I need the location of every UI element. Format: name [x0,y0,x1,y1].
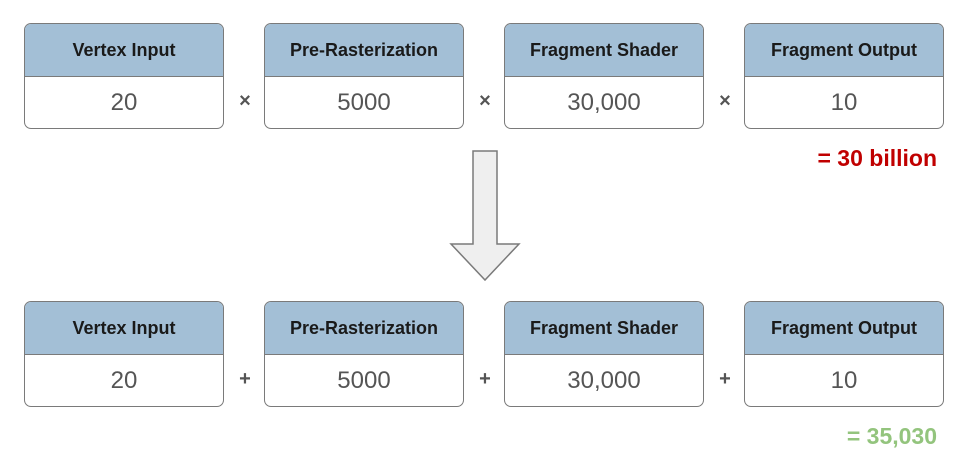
stage-label: Pre-Rasterization [265,24,463,77]
stage-box-vertex-input: Vertex Input 20 [24,23,224,129]
stage-label: Fragment Output [745,24,943,77]
stage-count: 20 [110,366,138,394]
additive-row: Vertex Input 20 + Pre-Rasterization 5000… [0,301,975,411]
stage-box-pre-rasterization: Pre-Rasterization 5000 [264,301,464,407]
stage-label: Fragment Output [745,302,943,355]
stage-count: 10 [830,366,858,394]
stage-count: 30,000 [567,366,641,394]
additive-result: = 35,030 [846,423,937,449]
multiply-operator: × [479,90,491,112]
stage-box-fragment-shader: Fragment Shader 30,000 [504,23,704,129]
stage-label: Vertex Input [25,302,223,355]
down-arrow-icon [449,150,521,282]
multiplicative-row: Vertex Input 20 × Pre-Rasterization 5000… [0,23,975,133]
stage-box-vertex-input: Vertex Input 20 [24,301,224,407]
stage-label: Pre-Rasterization [265,302,463,355]
plus-operator: + [239,368,251,390]
stage-count: 10 [830,88,858,116]
stage-count: 20 [110,88,138,116]
stage-box-pre-rasterization: Pre-Rasterization 5000 [264,23,464,129]
plus-operator: + [479,368,491,390]
stage-count: 5000 [337,366,391,394]
stage-count: 5000 [337,88,391,116]
stage-box-fragment-output: Fragment Output 10 [744,301,944,407]
stage-box-fragment-shader: Fragment Shader 30,000 [504,301,704,407]
stage-label: Vertex Input [25,24,223,77]
plus-operator: + [719,368,731,390]
stage-label: Fragment Shader [505,24,703,77]
stage-label: Fragment Shader [505,302,703,355]
multiply-operator: × [239,90,251,112]
multiply-operator: × [719,90,731,112]
stage-count: 30,000 [567,88,641,116]
multiplicative-result: = 30 billion [817,145,937,171]
stage-box-fragment-output: Fragment Output 10 [744,23,944,129]
